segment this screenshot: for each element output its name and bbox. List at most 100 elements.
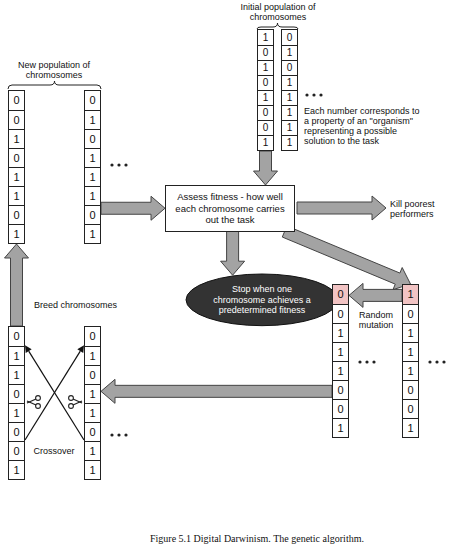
flow-arrow — [221, 232, 245, 276]
gene-digit: 1 — [9, 129, 24, 148]
gene-digit: 0 — [85, 365, 100, 384]
step-label: Breed chromosomes — [34, 300, 134, 310]
gene-digit: 1 — [85, 384, 100, 403]
dot — [428, 360, 431, 363]
dot — [358, 360, 361, 363]
outcome-label: Kill poorest performers — [390, 199, 460, 219]
step-label: Crossover — [24, 446, 84, 456]
gene-digit: 1 — [9, 346, 24, 365]
arrow-head — [25, 345, 32, 353]
gene-digit: 0 — [85, 91, 100, 110]
gene-digit: 0 — [85, 205, 100, 224]
dot — [435, 360, 438, 363]
gene-digit: 1 — [85, 403, 100, 422]
dot — [372, 360, 375, 363]
gene-digit: 0 — [9, 327, 24, 346]
gene-digit: 1 — [403, 342, 418, 361]
dot — [117, 163, 120, 166]
gene-digit: 0 — [9, 422, 24, 441]
dot — [442, 360, 445, 363]
kill-arrow — [297, 196, 386, 220]
scissors-handle — [36, 404, 41, 409]
gene-digit: 0 — [403, 380, 418, 399]
gene-digit: 1 — [85, 224, 100, 243]
chromosome: 10111001 — [402, 284, 419, 438]
gene-digit: 0 — [85, 422, 100, 441]
chromosome: 10101001 — [257, 29, 274, 151]
gene-digit: 0 — [9, 110, 24, 129]
gene-digit: 1 — [258, 60, 273, 75]
crossover-line — [25, 351, 80, 440]
dot — [110, 163, 113, 166]
scissors-blade — [73, 399, 82, 403]
chromosome: 00101101 — [8, 90, 25, 244]
gene-digit: 1 — [85, 148, 100, 167]
gene-digit: 1 — [282, 120, 297, 135]
dot — [365, 360, 368, 363]
gene-digit: 1 — [258, 135, 273, 150]
gene-digit: 1 — [85, 110, 100, 129]
scissors-icon — [27, 396, 40, 409]
gene-digit: 0 — [282, 30, 297, 45]
gene-digit: 0 — [9, 384, 24, 403]
gene-digit: 1 — [9, 224, 24, 243]
flow-arrow — [101, 196, 165, 220]
flow-arrow-body — [101, 379, 332, 403]
gene-digit: 1 — [258, 30, 273, 45]
gene-digit: 0 — [258, 120, 273, 135]
gene-digit: 1 — [9, 186, 24, 205]
scissors-handle — [69, 404, 74, 409]
scissors-blade — [27, 399, 36, 403]
gene-digit: 0 — [258, 45, 273, 60]
dot — [124, 433, 127, 436]
gene-digit: 1 — [85, 460, 100, 479]
gene-digit: 1 — [333, 361, 348, 380]
crossover-arrow — [25, 345, 84, 440]
chromosome: 01011101 — [84, 90, 101, 244]
gene-digit: 0 — [9, 205, 24, 224]
flow-arrow — [101, 379, 332, 403]
gene-digit: 0 — [403, 304, 418, 323]
gene-digit: 0 — [85, 327, 100, 346]
ellipsis-dots — [110, 433, 127, 436]
dot — [319, 93, 322, 96]
gene-digit: 1 — [9, 167, 24, 186]
gene-digit: 0 — [9, 148, 24, 167]
step-label: Random mutation — [350, 310, 402, 330]
dot — [312, 93, 315, 96]
ellipse-fill — [186, 274, 338, 326]
gene-digit: 1 — [403, 285, 418, 304]
ellipsis-dots — [428, 360, 445, 363]
scissors-handle — [69, 396, 74, 401]
gene-digit: 1 — [85, 186, 100, 205]
gene-digit: 0 — [258, 105, 273, 120]
gene-digit: 1 — [282, 90, 297, 105]
chromosome: 01011011 — [84, 326, 101, 480]
crossover-line — [29, 351, 84, 440]
box-text: Assess fitness - how well each chromosom… — [172, 191, 288, 226]
ellipsis-dots — [110, 163, 127, 166]
gene-digit: 0 — [9, 441, 24, 460]
gene-digit: 1 — [9, 403, 24, 422]
terminal-ellipse: Stop when one chromosome achieves a pred… — [185, 273, 339, 327]
scissors-icon — [69, 396, 82, 409]
gene-digit: 0 — [9, 91, 24, 110]
gene-digit: 1 — [282, 105, 297, 120]
gene-digit: 0 — [403, 399, 418, 418]
gene-digit: 1 — [403, 418, 418, 437]
dot — [117, 433, 120, 436]
dot — [110, 433, 113, 436]
gene-digit: 1 — [9, 365, 24, 384]
gene-digit: 0 — [333, 304, 348, 323]
group-label: Initial population of chromosomes — [233, 2, 323, 22]
gene-digit: 1 — [403, 323, 418, 342]
gene-digit: 0 — [333, 380, 348, 399]
gene-digit: 1 — [282, 45, 297, 60]
ellipse-text: Stop when one chromosome achieves a pred… — [206, 284, 318, 316]
ellipse-text-holder: Stop when one chromosome achieves a pred… — [206, 284, 318, 316]
gene-digit: 0 — [282, 60, 297, 75]
gene-digit: 0 — [333, 399, 348, 418]
ellipsis-dots — [358, 360, 375, 363]
gene-digit: 1 — [258, 90, 273, 105]
figure-caption: Figure 5.1 Digital Darwinism. The geneti… — [150, 533, 450, 545]
